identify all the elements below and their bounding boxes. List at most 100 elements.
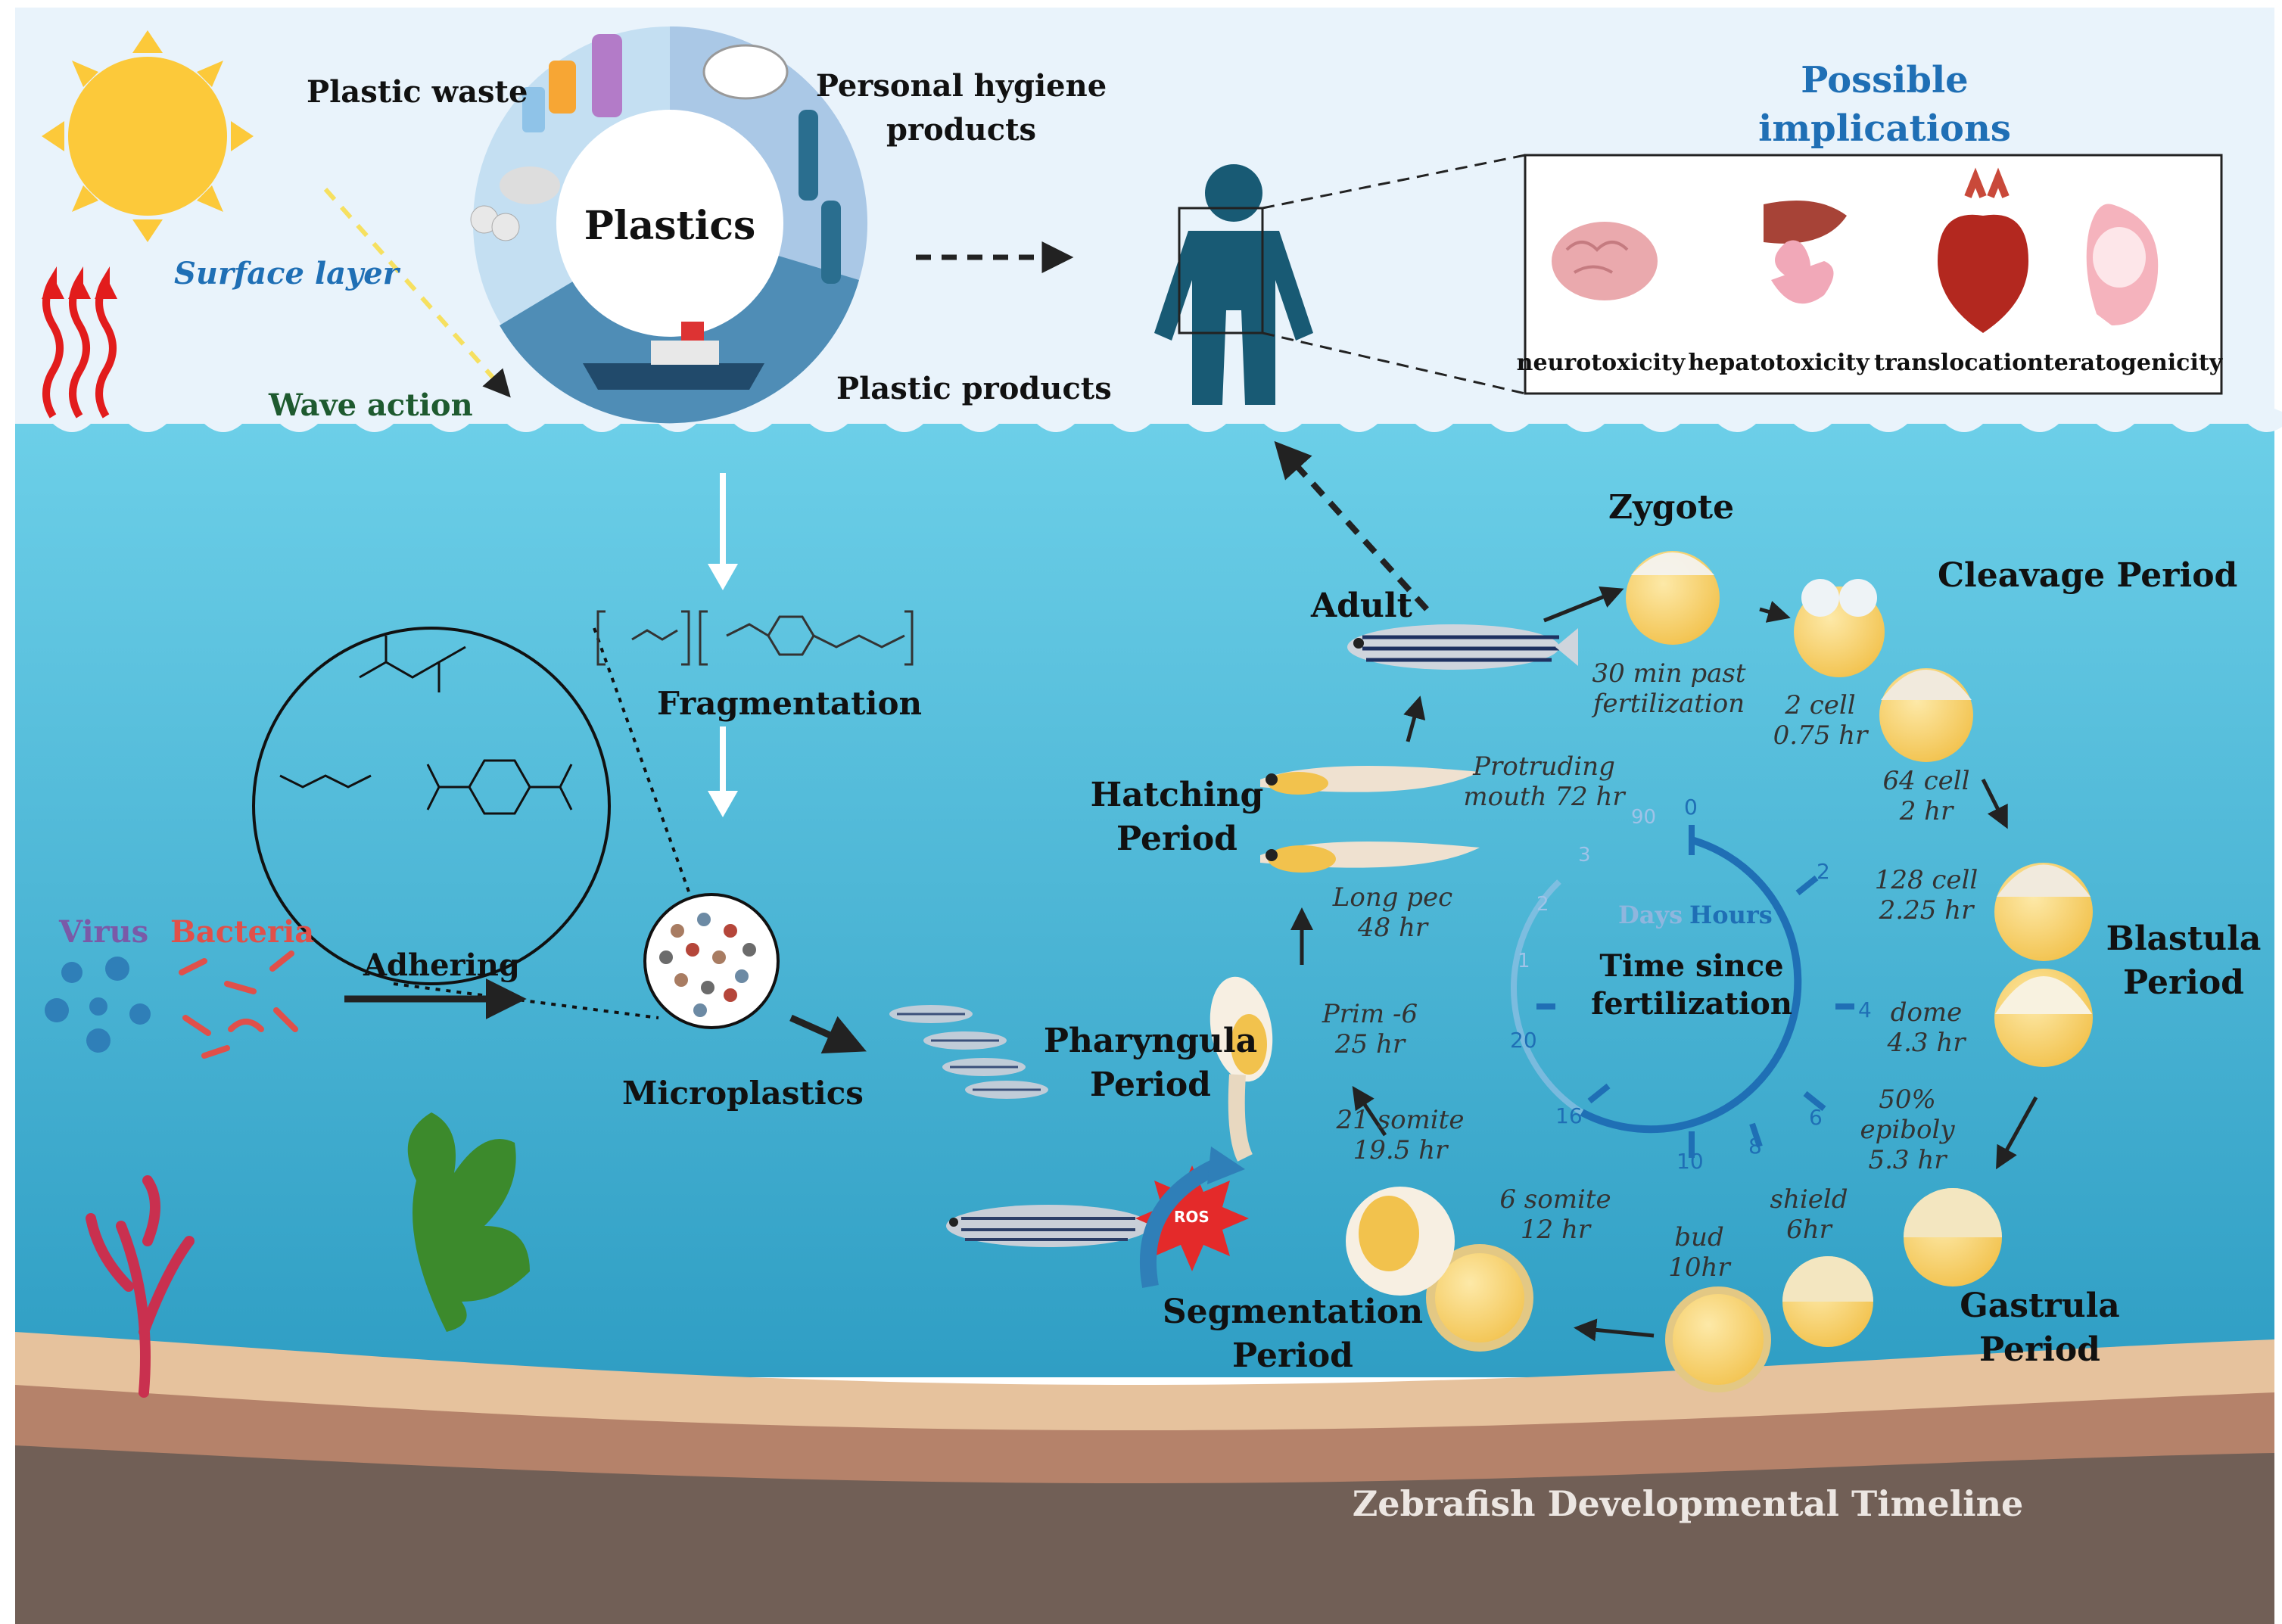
- stage-prim6-1: Prim -6: [1322, 999, 1418, 1029]
- 50-epiboly-egg-icon: [1904, 1188, 2002, 1286]
- day-tick-1: 1: [1518, 950, 1530, 972]
- ros-label: ROS: [1174, 1208, 1209, 1226]
- stage-shield-1: shield: [1770, 1184, 1848, 1215]
- stage-protruding-2: mouth 72 hr: [1463, 782, 1625, 812]
- dome-egg-icon: [1994, 969, 2093, 1067]
- blastula-label-2: Period: [2123, 963, 2244, 1002]
- stage-128cell-2: 2.25 hr: [1879, 895, 1974, 926]
- protruding-mouth-larva-icon: [1260, 766, 1480, 795]
- hour-tick-2: 2: [1817, 859, 1830, 884]
- wave-action-label: Wave action: [269, 387, 473, 423]
- fetus-uterus-icon: [2086, 204, 2159, 325]
- monomer-circle: [252, 627, 611, 985]
- toothbrush-icon: [702, 44, 841, 284]
- stage-bud-2: 10hr: [1668, 1252, 1730, 1283]
- plastics-center-label: Plastics: [584, 203, 756, 249]
- diagram-title: Zebrafish Developmental Timeline: [1352, 1483, 2024, 1524]
- zygote-label: Zygote: [1608, 488, 1735, 527]
- plastic-bottles-icon: [470, 34, 622, 241]
- fragmentation-label: Fragmentation: [657, 685, 923, 722]
- days-arc: [1511, 879, 1584, 1115]
- stage-longpec-2: 48 hr: [1357, 913, 1428, 943]
- plastic-waste-label: Plastic waste: [307, 74, 528, 110]
- stage-dome-2: 4.3 hr: [1887, 1028, 1966, 1058]
- implications-title-1: Possible: [1801, 59, 1969, 101]
- microplastic-particles: [659, 913, 756, 1017]
- stage-128cell-1: 128 cell: [1874, 865, 1978, 895]
- stage-21somite-1: 21 somite: [1336, 1105, 1465, 1135]
- red-seaweed-icon: [86, 1175, 195, 1398]
- hour-tick-6: 6: [1809, 1105, 1823, 1130]
- virus-icon: [45, 957, 151, 1053]
- two-cell-egg-icon: [1794, 579, 1885, 677]
- hours-label: Hours: [1689, 901, 1773, 929]
- stage-21somite-2: 19.5 hr: [1353, 1135, 1448, 1165]
- gastrula-label-2: Period: [1979, 1330, 2100, 1369]
- sun-ray-dashed: [323, 188, 511, 398]
- ship-icon: [583, 322, 764, 390]
- day-tick-90: 90: [1631, 806, 1657, 829]
- days-label: Days: [1618, 901, 1683, 929]
- hour-tick-8: 8: [1748, 1134, 1762, 1159]
- stage-dome-1: dome: [1890, 997, 1963, 1028]
- surface-layer-label: Surface layer: [174, 256, 399, 291]
- implications-title-2: implications: [1758, 107, 2011, 150]
- stressed-zebrafish-icon: [946, 1205, 1150, 1247]
- hour-tick-20: 20: [1510, 1028, 1537, 1053]
- stage-protruding-1: Protruding: [1473, 751, 1615, 782]
- bacteria-label: Bacteria: [170, 914, 315, 950]
- 6-somite-egg-icon: [1426, 1244, 1533, 1352]
- clock-center-1: Time since: [1599, 948, 1784, 984]
- stage-zygote-2: fertilization: [1592, 689, 1745, 719]
- time-clock: [1511, 825, 1854, 1158]
- personal-hygiene-label-2: products: [886, 112, 1037, 148]
- stage-shield-2: 6hr: [1786, 1215, 1832, 1245]
- 128-cell-egg-icon: [1994, 863, 2093, 961]
- stage-64cell-1: 64 cell: [1882, 766, 1970, 796]
- liver-intestine-icon: [1764, 201, 1847, 304]
- plastic-products-label: Plastic products: [836, 371, 1112, 406]
- day-tick-3: 3: [1578, 844, 1591, 866]
- bacteria-icon: [179, 950, 298, 1059]
- stage-64cell-2: 2 hr: [1899, 796, 1954, 826]
- stage-2cell-2: 0.75 hr: [1773, 720, 1868, 751]
- stage-epiboly-3: 5.3 hr: [1868, 1145, 1947, 1175]
- microplastics-to-fish-arrow: [789, 1014, 867, 1054]
- cleavage-period-label: Cleavage Period: [1938, 556, 2238, 595]
- 21-somite-embryo-icon: [1346, 1187, 1455, 1296]
- sun-icon: [42, 30, 254, 242]
- hour-tick-10: 10: [1676, 1149, 1704, 1174]
- pharyngula-label-2: Period: [1090, 1066, 1211, 1104]
- clock-center-2: fertilization: [1591, 986, 1792, 1022]
- bud-egg-icon: [1665, 1286, 1771, 1392]
- stage-zygote-1: 30 min past: [1592, 658, 1746, 689]
- dashed-arrow-adult-to-human: [1274, 440, 1429, 611]
- stage-6somite-2: 12 hr: [1520, 1215, 1591, 1245]
- implication-translocation: translocation: [1874, 350, 2044, 376]
- day-tick-2: 2: [1536, 893, 1549, 916]
- adult-label: Adult: [1311, 586, 1412, 625]
- prim-6-embryo-icon: [1209, 976, 1273, 1162]
- stage-6somite-1: 6 somite: [1499, 1184, 1611, 1215]
- implication-hepatotoxicity: hepatotoxicity: [1688, 350, 1869, 376]
- chemical-structures: [279, 636, 573, 815]
- hatching-label-1: Hatching: [1090, 776, 1264, 814]
- stage-2cell-1: 2 cell: [1785, 690, 1856, 720]
- personal-hygiene-label-1: Personal hygiene: [815, 68, 1107, 104]
- 64-cell-egg-icon: [1879, 668, 1973, 762]
- implication-teratogenicity: teratogenicity: [2043, 350, 2223, 376]
- seabed-sand: [15, 1332, 2274, 1438]
- hours-arc: [1580, 836, 1802, 1134]
- adult-zebrafish-icon: [1347, 624, 1578, 670]
- stage-epiboly-1: 50%: [1879, 1084, 1936, 1115]
- stage-epiboly-2: epiboly: [1860, 1115, 1955, 1145]
- zebrafish-school-icon: [889, 1005, 1048, 1099]
- virus-label: Virus: [59, 914, 149, 950]
- long-pec-larva-icon: [1260, 842, 1480, 873]
- zygote-egg-icon: [1626, 551, 1720, 645]
- life-cycle-arrows: [1290, 586, 2038, 1342]
- hatching-label-2: Period: [1116, 820, 1238, 858]
- heart-icon: [1938, 167, 2028, 333]
- adhering-label: Adhering: [363, 947, 520, 983]
- green-seaweed-icon: [407, 1112, 530, 1332]
